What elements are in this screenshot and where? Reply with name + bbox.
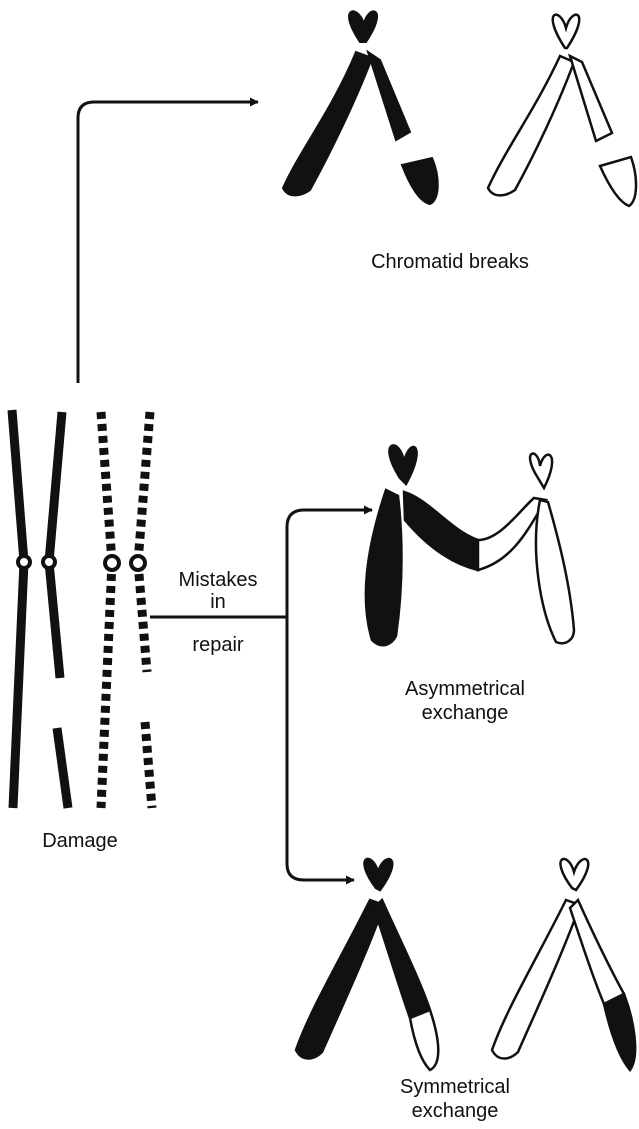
- chromatid-breaks-white: [488, 15, 636, 206]
- damaged-chromosome-solid: [12, 410, 68, 808]
- symmetrical-exchange-white: [492, 859, 635, 1070]
- centromere-3: [105, 556, 119, 570]
- chromatid-breaks-black: [283, 11, 438, 204]
- symmetrical-exchange-black: [296, 859, 438, 1070]
- centromere-4: [131, 556, 145, 570]
- damage-label: Damage: [20, 829, 140, 853]
- arrow-to-chromatid-breaks: [78, 102, 258, 383]
- asymmetrical-exchange-label: exchange: [390, 701, 540, 725]
- centromere-1: [18, 556, 30, 568]
- connectors: [78, 102, 372, 880]
- symmetrical-label: Symmetrical: [380, 1075, 530, 1099]
- asymmetrical-label: Asymmetrical: [390, 677, 540, 701]
- centromere-2: [43, 556, 55, 568]
- repair-label: repair: [168, 633, 268, 657]
- chromatid-breaks-label: Chromatid breaks: [360, 250, 540, 274]
- arrow-to-symmetrical: [287, 617, 354, 880]
- damaged-chromosome-dashed: [101, 412, 152, 808]
- arrow-to-asymmetrical: [287, 510, 372, 617]
- in-label: in: [168, 590, 268, 614]
- symmetrical-exchange-label: exchange: [380, 1099, 530, 1123]
- mistakes-label: Mistakes: [168, 568, 268, 592]
- asymmetrical-exchange: [366, 445, 574, 645]
